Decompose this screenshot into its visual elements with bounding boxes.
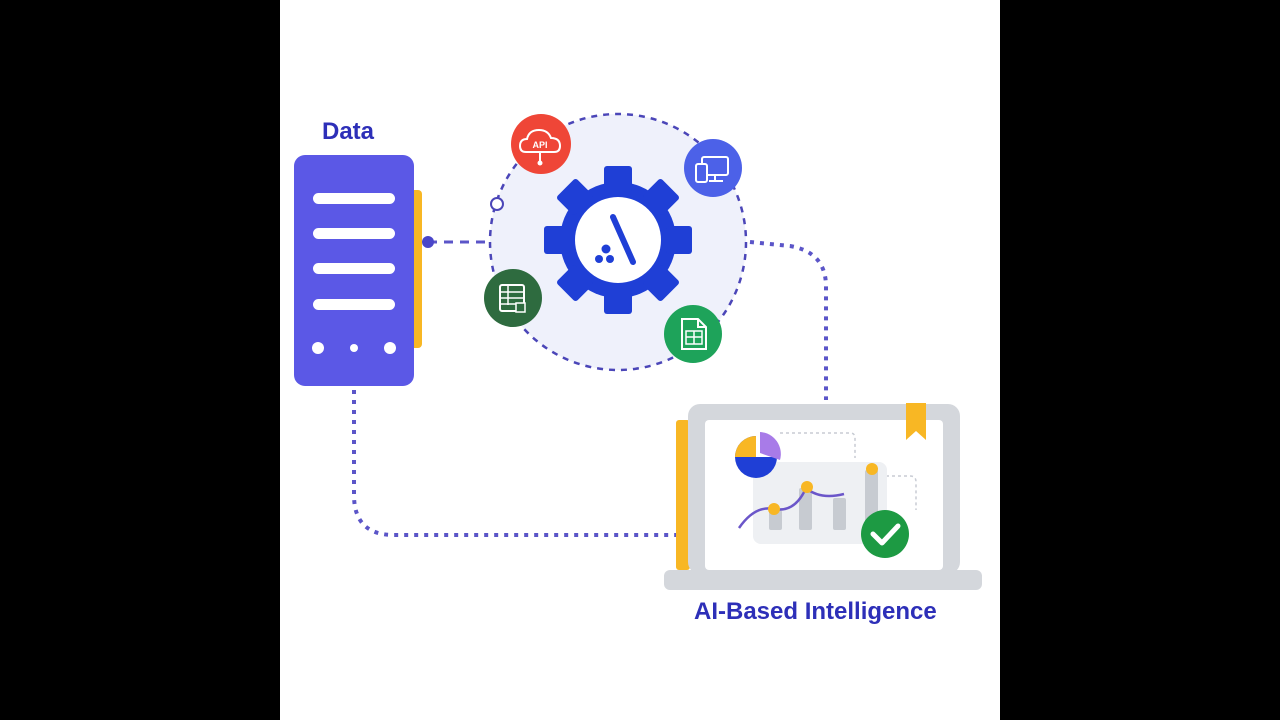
- pie-chart-icon: [735, 432, 781, 478]
- canvas: API: [280, 0, 1000, 720]
- chart-bars: [769, 470, 878, 530]
- bookmark-ribbon: [906, 403, 926, 440]
- connector-dot-server: [422, 236, 434, 248]
- api-badge-label: API: [532, 140, 547, 150]
- connector-lines: [352, 236, 828, 537]
- api-cloud-icon: API: [511, 114, 571, 174]
- trend-line: [737, 485, 845, 529]
- spreadsheet-icon: [484, 269, 542, 327]
- laptop-base: [664, 570, 982, 590]
- devices-icon: [684, 139, 742, 197]
- data-label: Data: [322, 118, 375, 145]
- server-indicator-dots: [312, 342, 396, 354]
- hub: [488, 112, 748, 372]
- laptop-icon: [664, 403, 982, 590]
- laptop-accent: [676, 420, 690, 570]
- server-icon: [294, 155, 422, 386]
- connector-server-to-laptop: [352, 390, 678, 537]
- hub-node-dot: [490, 197, 504, 211]
- ai-based-intelligence-label: AI-Based Intelligence: [694, 598, 937, 625]
- server-bars: [313, 193, 395, 310]
- trend-points: [768, 463, 878, 515]
- document-table-icon: [664, 305, 722, 363]
- check-icon: [861, 510, 909, 558]
- connector-hub-to-laptop: [749, 240, 828, 400]
- chart-card: [753, 462, 887, 544]
- gear-logo-icon: [544, 166, 692, 314]
- data-flow-diagram: API: [294, 112, 982, 590]
